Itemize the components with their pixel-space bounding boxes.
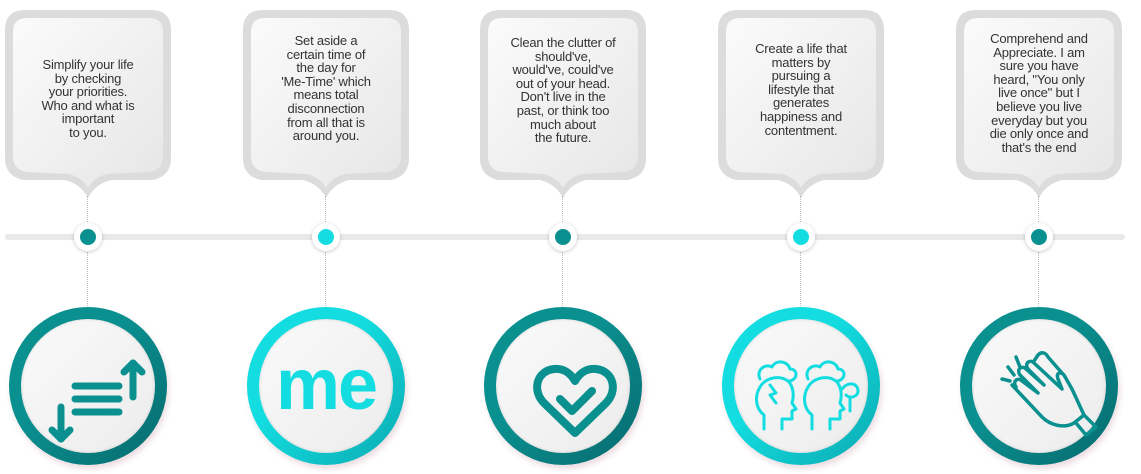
me-icon: me [275,345,378,425]
timeline-step: Clean the clutter of should've, would've… [473,0,653,474]
connector-dots [87,252,88,306]
text-bubble: Set aside a certain time of the day for … [241,8,411,198]
timeline-step: Simplify your life by checking your prio… [0,0,178,474]
step-description: Simplify your life by checking your prio… [41,57,135,140]
timeline-marker [312,223,340,251]
text-bubble: Comprehend and Appreciate. I am sure you… [954,8,1124,198]
icon-badge [722,307,880,465]
timeline-marker [549,223,577,251]
timeline-step: Set aside a certain time of the day for … [236,0,416,474]
icon-badge [960,307,1118,465]
connector-dots [325,196,326,222]
step-description: Create a life that matters by pursuing a… [755,41,847,138]
heart-check-icon [533,364,617,437]
connector-dots [1038,252,1039,306]
connector-dots [325,252,326,306]
timeline-marker [787,223,815,251]
connector-dots [87,196,88,222]
step-description: Clean the clutter of should've, would've… [510,35,616,146]
timeline-marker [74,223,102,251]
step-description: Comprehend and Appreciate. I am sure you… [989,31,1089,155]
sort-arrows-icon [48,359,146,443]
text-bubble: Create a life that matters by pursuing a… [716,8,886,198]
step-description: Set aside a certain time of the day for … [281,33,371,144]
icon-badge [484,307,642,465]
connector-dots [1038,196,1039,222]
connector-dots [562,196,563,222]
timeline-step: Comprehend and Appreciate. I am sure you… [949,0,1129,474]
text-bubble: Simplify your life by checking your prio… [3,8,173,198]
text-bubble: Clean the clutter of should've, would've… [478,8,648,198]
timeline-marker [1025,223,1053,251]
connector-dots [800,252,801,306]
icon-badge: me [247,307,405,465]
icon-badge [9,307,167,465]
timeline-step: Create a life that matters by pursuing a… [711,0,891,474]
two-heads-icon [755,360,860,431]
connector-dots [800,196,801,222]
clapping-hands-icon [1000,351,1098,437]
connector-dots [562,252,563,306]
